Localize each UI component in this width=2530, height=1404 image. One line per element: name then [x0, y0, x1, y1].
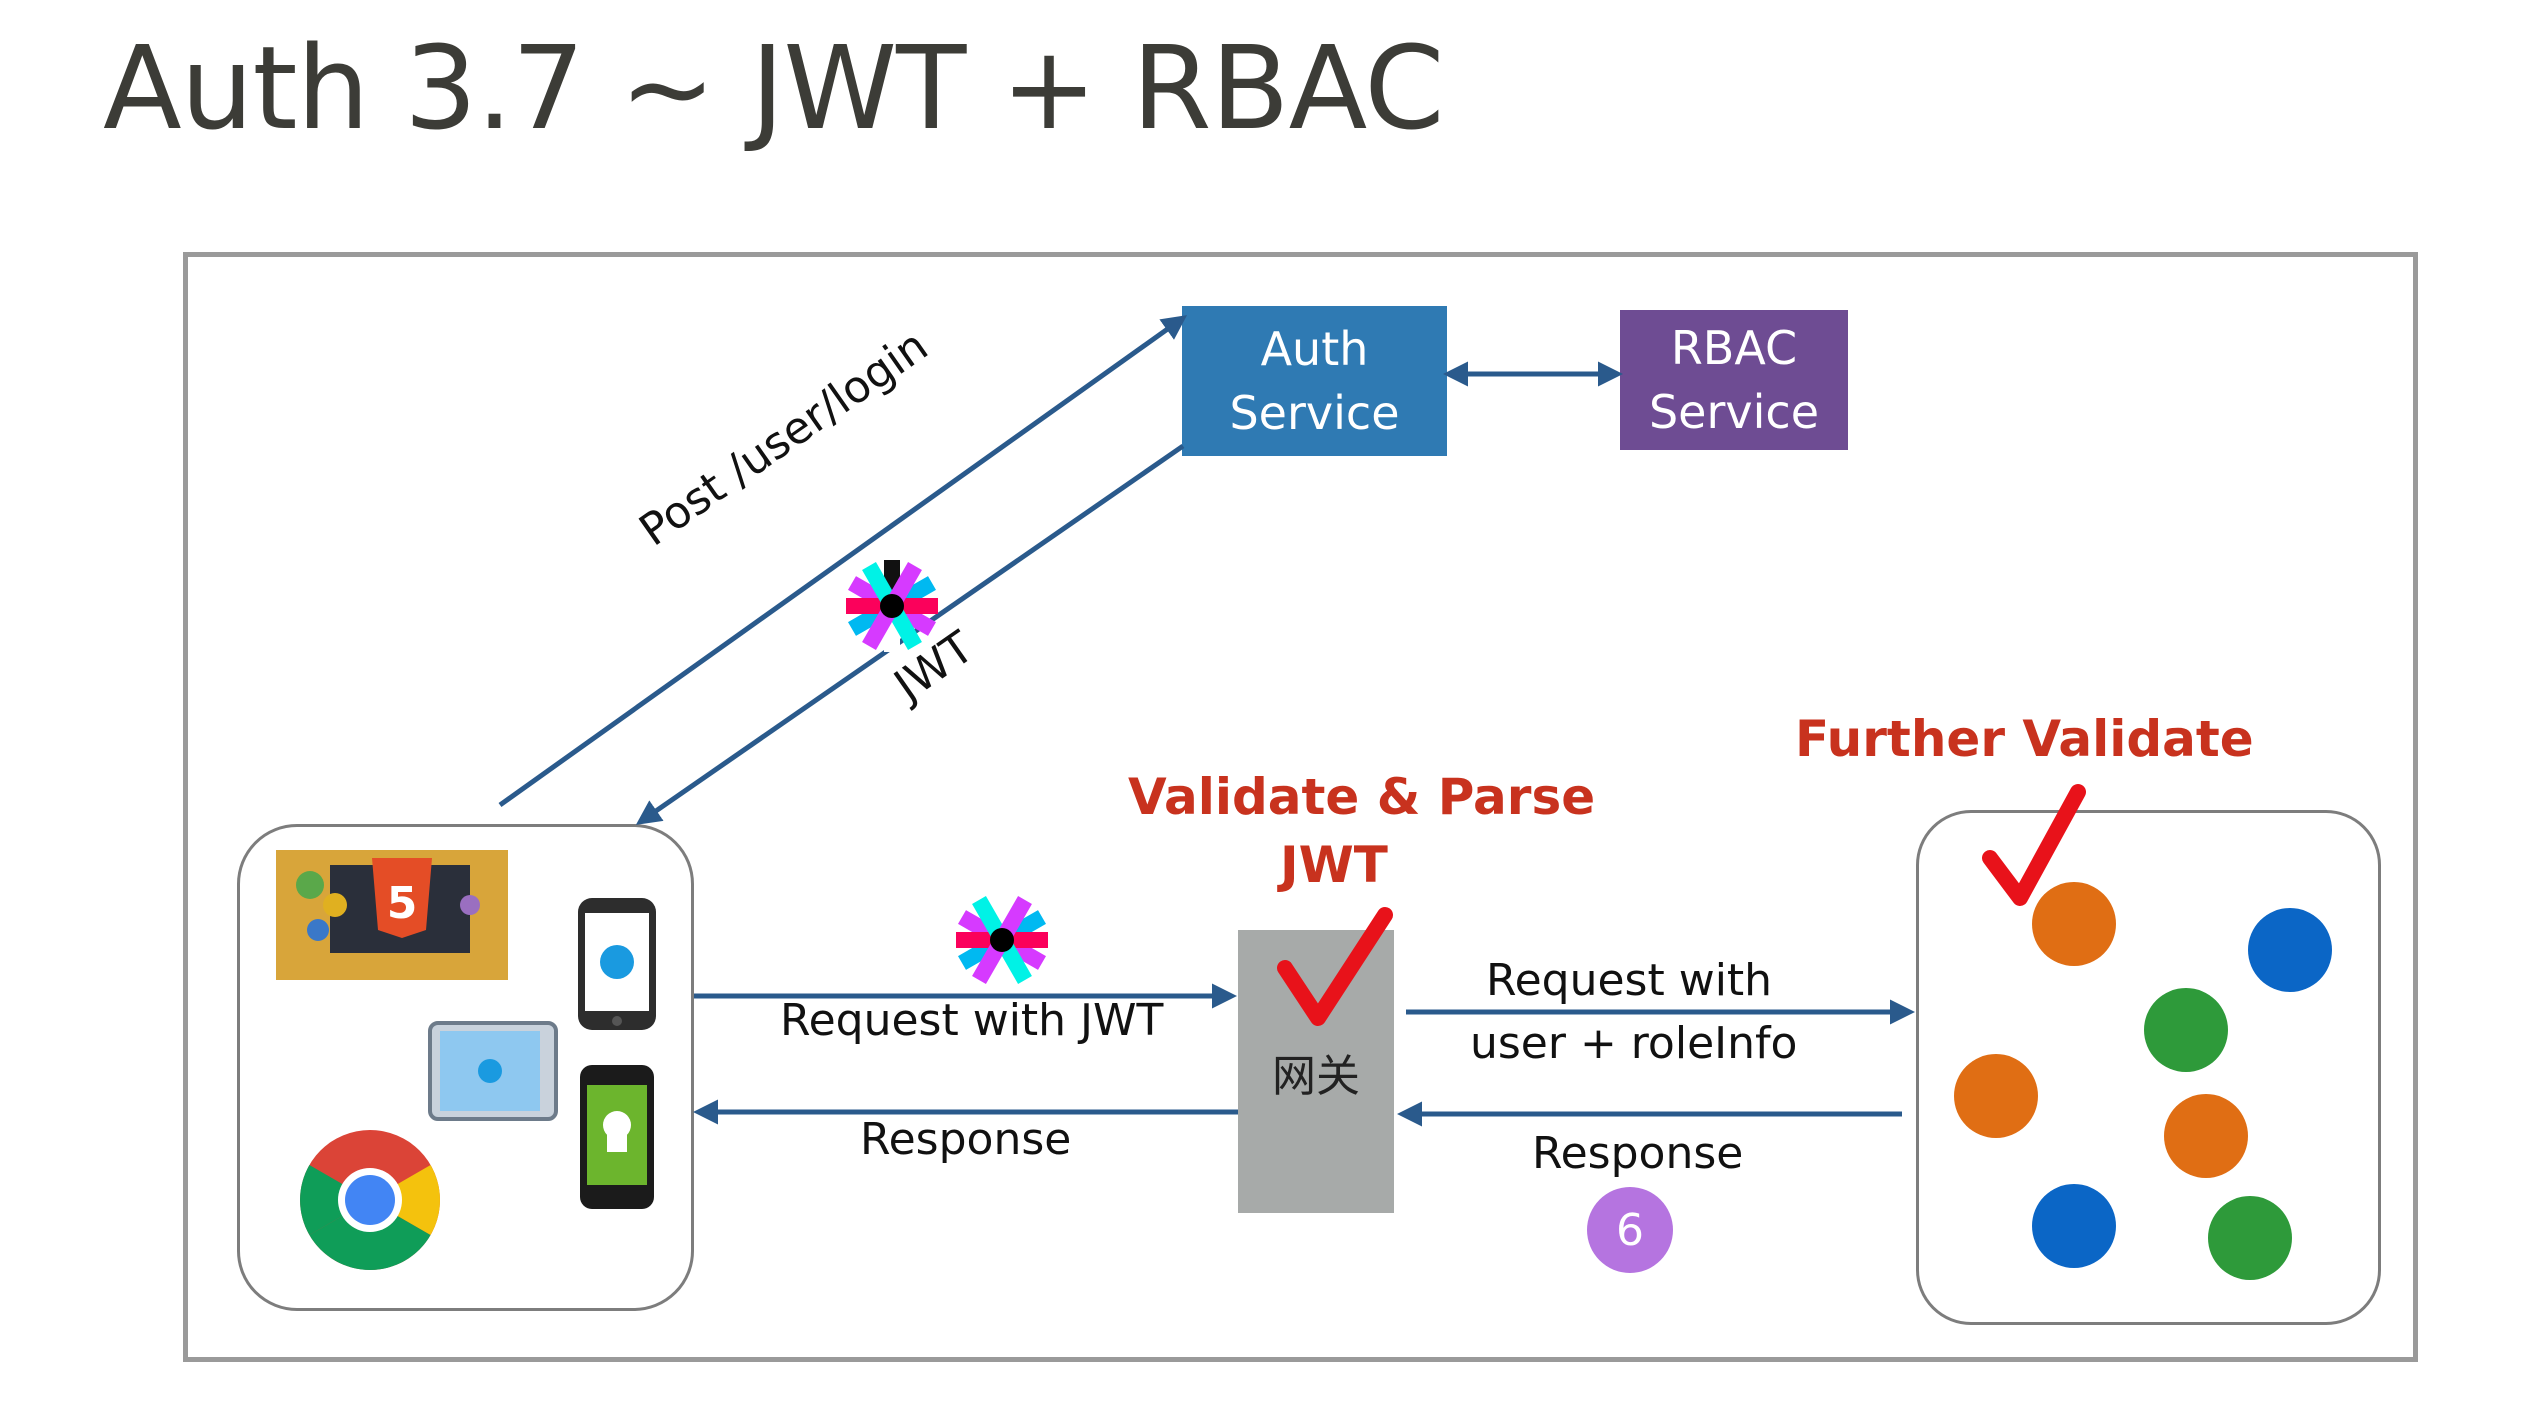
response-left-label: Response — [860, 1114, 1072, 1165]
service-dot-blue — [2032, 1184, 2116, 1268]
service-dot-green — [2208, 1196, 2292, 1280]
microservices-box — [1916, 810, 2381, 1325]
service-dot-orange — [1954, 1054, 2038, 1138]
diagram-frame — [183, 252, 2418, 1362]
client-devices-box — [237, 824, 694, 1311]
auth-service-box: Auth Service — [1182, 306, 1447, 456]
response-right-label: Response — [1532, 1128, 1744, 1179]
validate-jwt-label: JWT — [1280, 836, 1388, 894]
service-dot-green — [2144, 988, 2228, 1072]
html5-devices-icon: 5 — [276, 850, 508, 980]
svg-text:5: 5 — [387, 878, 418, 929]
ipad-icon — [428, 1021, 558, 1121]
rbac-service-box: RBAC Service — [1620, 310, 1848, 450]
user-roleinfo-label: user + roleInfo — [1470, 1018, 1798, 1069]
gateway-box — [1238, 930, 1394, 1213]
chrome-icon — [300, 1130, 440, 1270]
login-arrow — [498, 315, 1188, 808]
validate-parse-label: Validate & Parse — [1128, 768, 1596, 826]
jwt-logo-icon — [956, 894, 1048, 986]
service-dot-blue — [2248, 908, 2332, 992]
auth-service-line2: Service — [1229, 386, 1400, 440]
further-validate-label: Further Validate — [1795, 710, 2254, 768]
rbac-service-line2: Service — [1648, 385, 1819, 439]
auth-service-line1: Auth — [1260, 322, 1369, 376]
iphone-icon — [578, 898, 656, 1030]
rbac-service-line1: RBAC — [1670, 321, 1798, 375]
request-with-label: Request with — [1486, 955, 1773, 1006]
jwt-logo-icon — [846, 560, 938, 652]
checkmark-icon — [1982, 784, 2086, 906]
service-dot-orange — [2032, 882, 2116, 966]
gateway-label: 网关 — [1272, 1051, 1360, 1102]
page-title: Auth 3.7 ~ JWT + RBAC — [103, 22, 1445, 156]
request-with-jwt-label: Request with JWT — [780, 995, 1164, 1046]
android-phone-icon — [580, 1065, 654, 1209]
checkmark-icon — [1277, 907, 1393, 1026]
step-badge: 6 — [1587, 1187, 1673, 1273]
service-dot-orange — [2164, 1094, 2248, 1178]
